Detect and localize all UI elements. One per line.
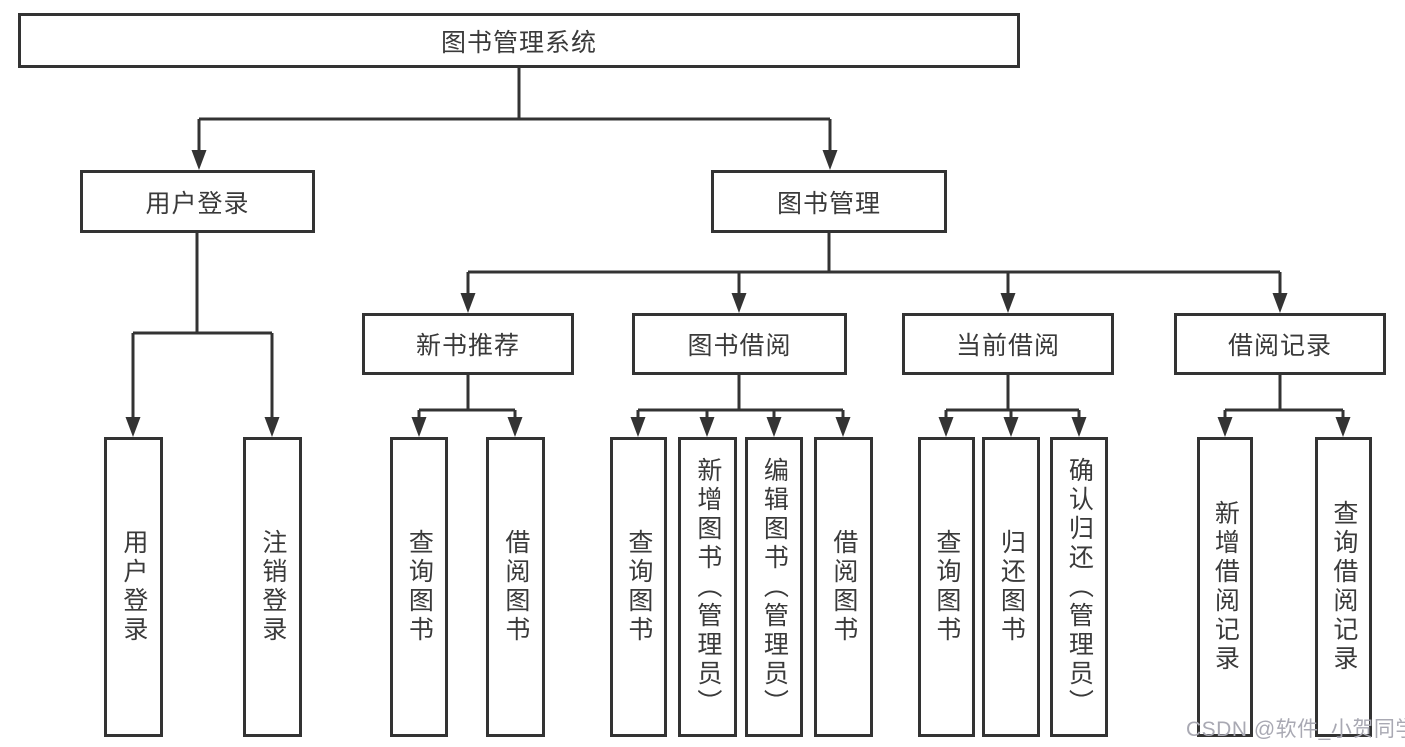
node-add-borrow-record: 新增借阅记录 (1197, 437, 1253, 737)
node-borrow-book-recommend: 借阅图书 (486, 437, 545, 737)
node-label: 用户登录 (119, 529, 148, 645)
node-label: 归还图书 (997, 529, 1026, 645)
connector-newbook-to-leaves (417, 375, 517, 420)
node-query-book-borrowing: 查询图书 (610, 437, 667, 737)
node-current-borrowing: 当前借阅 (902, 313, 1114, 375)
connector-bookmgmt-to-level3 (466, 233, 1282, 296)
node-query-borrow-record: 查询借阅记录 (1315, 437, 1372, 737)
node-logout: 注销登录 (243, 437, 302, 737)
node-new-book-recommend: 新书推荐 (362, 313, 574, 375)
node-label: 新增借阅记录 (1211, 500, 1240, 674)
connector-root-to-level2 (197, 68, 832, 153)
node-label: 查询图书 (932, 529, 961, 645)
node-label: 注销登录 (258, 529, 287, 645)
node-query-book-recommend: 查询图书 (390, 437, 448, 737)
node-label: 查询图书 (405, 529, 434, 645)
node-label: 编辑图书（管理员） (760, 456, 789, 718)
node-borrow-book-borrowing: 借阅图书 (814, 437, 873, 737)
node-label: 借阅图书 (501, 529, 530, 645)
node-confirm-return-admin: 确认归还（管理员） (1050, 437, 1108, 737)
node-label: 新增图书（管理员） (693, 456, 722, 718)
node-book-management: 图书管理 (711, 170, 947, 233)
node-edit-book-admin: 编辑图书（管理员） (745, 437, 803, 737)
node-label: 查询借阅记录 (1329, 500, 1358, 674)
node-library-system: 图书管理系统 (18, 13, 1020, 68)
node-user-login: 用户登录 (80, 170, 315, 233)
node-label: 确认归还（管理员） (1065, 456, 1094, 718)
node-query-book-current: 查询图书 (918, 437, 975, 737)
arrowheads (125, 150, 1351, 437)
node-add-book-admin: 新增图书（管理员） (678, 437, 737, 737)
connector-userlogin-to-leaves (131, 233, 274, 420)
node-label: 查询图书 (624, 529, 653, 645)
connector-borrowing-to-leaves (636, 375, 845, 420)
node-book-borrowing: 图书借阅 (632, 313, 847, 375)
node-return-book: 归还图书 (982, 437, 1040, 737)
csdn-watermark: CSDN @软件_小贺同学 (1186, 718, 1405, 741)
connector-records-to-leaves (1223, 375, 1345, 420)
connector-current-to-leaves (944, 375, 1081, 420)
node-borrowing-records: 借阅记录 (1174, 313, 1386, 375)
node-user-login-leaf: 用户登录 (104, 437, 163, 737)
node-label: 借阅图书 (829, 529, 858, 645)
